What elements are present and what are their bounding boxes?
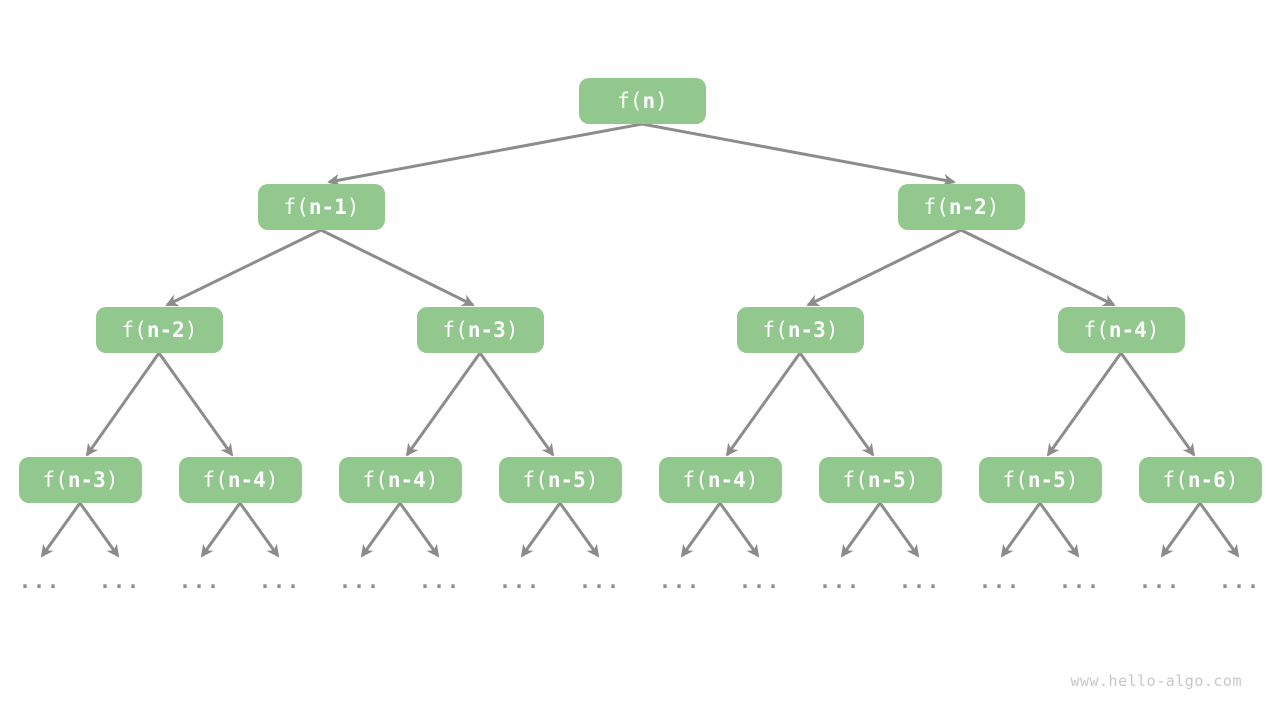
node-label-arg: n-3 — [787, 318, 826, 342]
node-label-arg: n-4 — [707, 468, 746, 492]
ellipsis-leaf: ... — [1058, 569, 1102, 593]
ellipsis-leaf: ... — [498, 569, 542, 593]
ellipsis-leaf: ... — [98, 569, 142, 593]
node-label-arg: n-4 — [227, 468, 266, 492]
ellipsis-leaf: ... — [818, 569, 862, 593]
node-label-suffix: ) — [1065, 468, 1079, 492]
node-label-prefix: f( — [842, 468, 868, 492]
edges-level-2 — [165, 228, 1116, 307]
node-label-suffix: ) — [655, 89, 668, 113]
edges-level-4 — [40, 502, 1240, 558]
tree-node: f(n-2) — [96, 307, 223, 353]
tree-node: f(n-6) — [1139, 457, 1262, 503]
tree-node: f(n-4) — [659, 457, 782, 503]
ellipsis-leaf: ... — [18, 569, 62, 593]
edges-level-3 — [85, 352, 1196, 457]
ellipsis-leaf: ... — [898, 569, 942, 593]
node-label-arg: n-2 — [146, 318, 185, 342]
tree-node: f(n-5) — [979, 457, 1102, 503]
ellipsis-leaf: ... — [1138, 569, 1182, 593]
node-label-arg: n-5 — [1027, 468, 1066, 492]
node-label-suffix: ) — [905, 468, 919, 492]
edges-level-1 — [327, 122, 956, 187]
watermark-text: www.hello-algo.com — [1070, 672, 1242, 690]
node-label-prefix: f( — [1002, 468, 1028, 492]
node-label-suffix: ) — [425, 468, 439, 492]
node-label-prefix: f( — [682, 468, 708, 492]
node-label-suffix: ) — [505, 318, 519, 342]
node-label-arg: n-5 — [547, 468, 586, 492]
node-label-prefix: f( — [42, 468, 68, 492]
node-label-suffix: ) — [265, 468, 279, 492]
node-label-prefix: f( — [617, 89, 643, 113]
node-label-arg: n-3 — [467, 318, 506, 342]
node-label-arg: n-3 — [67, 468, 106, 492]
tree-node: f(n-5) — [499, 457, 622, 503]
node-label-suffix: ) — [1225, 468, 1239, 492]
tree-node: f(n-5) — [819, 457, 942, 503]
ellipsis-leaf: ... — [178, 569, 222, 593]
node-label-suffix: ) — [745, 468, 759, 492]
ellipsis-leaf: ... — [338, 569, 382, 593]
node-label-suffix: ) — [825, 318, 839, 342]
node-label-prefix: f( — [202, 468, 228, 492]
node-label-prefix: f( — [121, 318, 147, 342]
node-label-suffix: ) — [184, 318, 198, 342]
node-label-prefix: f( — [442, 318, 468, 342]
node-label-suffix: ) — [986, 195, 1000, 219]
node-label-prefix: f( — [762, 318, 788, 342]
node-label-prefix: f( — [362, 468, 388, 492]
node-label-arg: n-4 — [387, 468, 426, 492]
tree-node-root: f(n) — [579, 78, 706, 124]
node-label-suffix: ) — [346, 195, 360, 219]
node-label-arg: n — [642, 89, 656, 113]
tree-node: f(n-3) — [737, 307, 864, 353]
node-label-prefix: f( — [283, 195, 309, 219]
node-label-suffix: ) — [585, 468, 599, 492]
tree-node: f(n-3) — [19, 457, 142, 503]
ellipsis-leaf: ... — [978, 569, 1022, 593]
tree-node: f(n-2) — [898, 184, 1025, 230]
node-label-prefix: f( — [522, 468, 548, 492]
node-label-suffix: ) — [1146, 318, 1160, 342]
ellipsis-leaf: ... — [258, 569, 302, 593]
node-label-arg: n-6 — [1187, 468, 1226, 492]
tree-node: f(n-3) — [417, 307, 544, 353]
ellipsis-leaf: ... — [418, 569, 462, 593]
tree-node: f(n-4) — [179, 457, 302, 503]
node-label-arg: n-5 — [867, 468, 906, 492]
ellipsis-leaf: ... — [578, 569, 622, 593]
node-label-arg: n-2 — [948, 195, 987, 219]
ellipsis-leaf: ... — [1218, 569, 1262, 593]
node-label-prefix: f( — [923, 195, 949, 219]
ellipsis-leaf: ... — [658, 569, 702, 593]
node-label-suffix: ) — [105, 468, 119, 492]
ellipsis-leaf: ... — [738, 569, 782, 593]
node-label-arg: n-1 — [308, 195, 347, 219]
tree-node: f(n-1) — [258, 184, 385, 230]
tree-node: f(n-4) — [1058, 307, 1185, 353]
node-label-prefix: f( — [1083, 318, 1109, 342]
node-label-prefix: f( — [1162, 468, 1188, 492]
tree-node: f(n-4) — [339, 457, 462, 503]
node-label-arg: n-4 — [1108, 318, 1147, 342]
